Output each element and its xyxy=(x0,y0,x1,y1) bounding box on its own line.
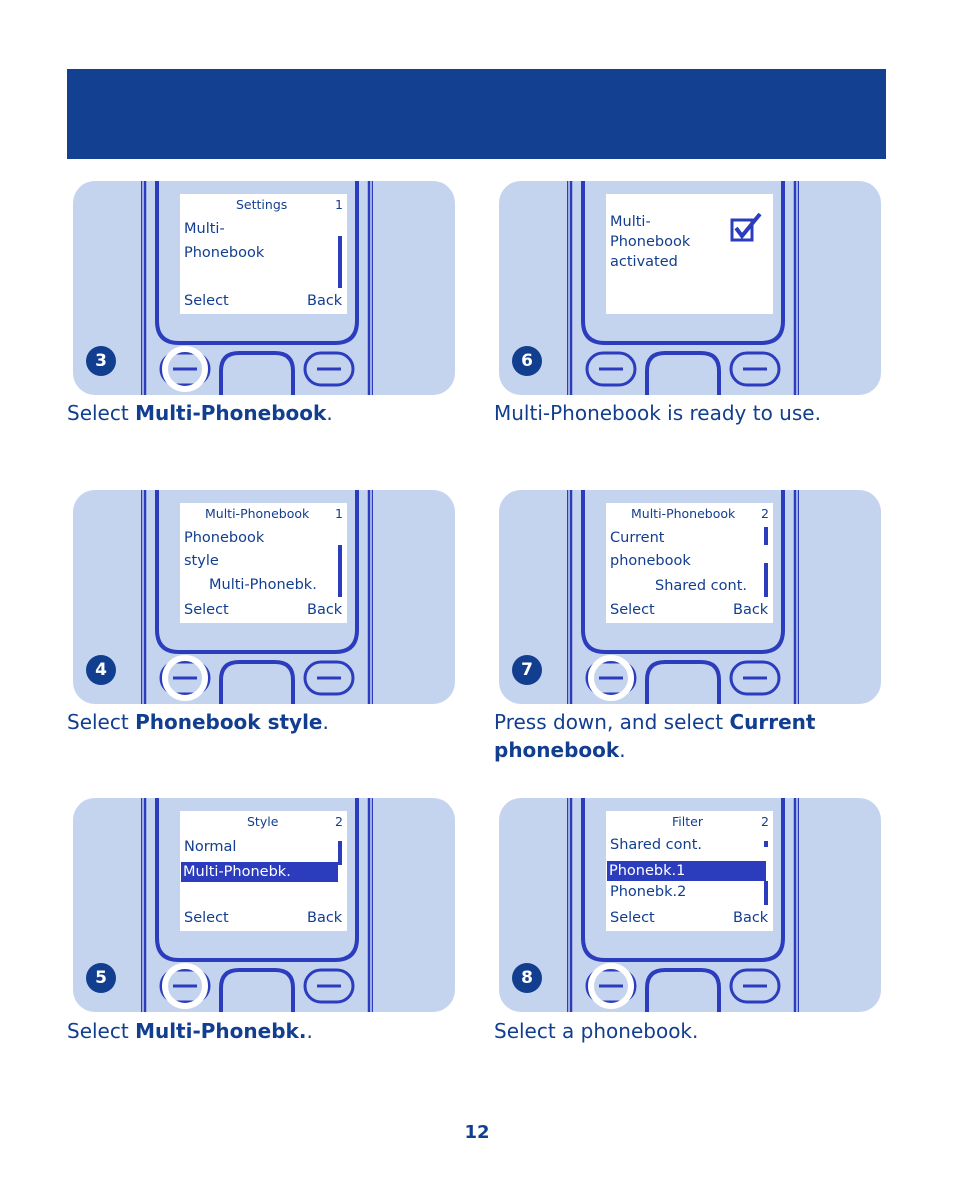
left-softkey: Select xyxy=(184,293,229,309)
screen-index: 2 xyxy=(335,814,343,829)
step-3-caption: Select Multi-Phonebook. xyxy=(67,399,333,427)
checkbox-checked-icon xyxy=(730,212,762,242)
phone-screen: Filter 2 Shared cont. Phonebk.1 Phonebk.… xyxy=(606,811,773,931)
screen-index: 1 xyxy=(335,506,343,521)
phone-screen: Multi- Phonebook activated xyxy=(606,194,773,314)
screen-index: 2 xyxy=(761,814,769,829)
caption-text: Press down, and select xyxy=(494,710,730,734)
step-8-caption: Select a phonebook. xyxy=(494,1019,699,1043)
phone-outline xyxy=(141,181,373,395)
screen-line: Normal xyxy=(184,839,237,855)
step-7-illustration: Multi-Phonebook 2 Current phonebook Shar… xyxy=(499,490,881,704)
phone-outline xyxy=(141,798,373,1012)
caption-text: Select xyxy=(67,710,136,734)
right-softkey: Back xyxy=(307,293,343,309)
step-number-badge: 8 xyxy=(512,963,542,993)
phone-outline xyxy=(567,490,799,704)
scrollbar xyxy=(764,527,768,545)
step-7-caption: Press down, and select Current phonebook. xyxy=(494,708,815,764)
screen-line: phonebook xyxy=(610,553,691,569)
step-4-caption: Select Phonebook style. xyxy=(67,708,329,736)
caption-bold: Current xyxy=(729,710,816,734)
screen-line: Shared cont. xyxy=(610,837,702,853)
step-number-badge: 3 xyxy=(86,346,116,376)
caption-text: Select xyxy=(67,1019,136,1043)
step-number-badge: 7 xyxy=(512,655,542,685)
screen-line: Multi-Phonebk. xyxy=(209,577,317,593)
phone-outline xyxy=(141,490,373,704)
caption-text: . xyxy=(306,1019,313,1043)
caption-bold: Phonebook style xyxy=(135,710,323,734)
screen-line: Phonebook xyxy=(610,234,691,250)
left-softkey: Select xyxy=(184,602,229,618)
caption-bold: phonebook xyxy=(494,738,620,762)
step-4-illustration: Multi-Phonebook 1 Phonebook style Multi-… xyxy=(73,490,455,704)
step-5-illustration: Style 2 Normal Multi-Phonebk. Select Bac… xyxy=(73,798,455,1012)
scrollbar xyxy=(764,881,768,905)
screen-index: 1 xyxy=(335,197,343,212)
phone-screen: Multi-Phonebook 1 Phonebook style Multi-… xyxy=(180,503,347,623)
left-softkey: Select xyxy=(610,910,655,926)
highlighted-item: Phonebk.1 xyxy=(607,861,766,881)
screen-title: Multi-Phonebook xyxy=(205,506,310,521)
step-number-badge: 5 xyxy=(86,963,116,993)
step-8-illustration: Filter 2 Shared cont. Phonebk.1 Phonebk.… xyxy=(499,798,881,1012)
highlighted-item: Multi-Phonebk. xyxy=(181,862,338,882)
screen-line: Multi- xyxy=(184,221,225,237)
scrollbar xyxy=(338,236,342,288)
screen-line: Multi- xyxy=(610,214,651,230)
phone-screen: Style 2 Normal Multi-Phonebk. Select Bac… xyxy=(180,811,347,931)
screen-title: Style xyxy=(247,814,279,829)
right-softkey: Back xyxy=(733,602,769,618)
screen-line: Phonebook xyxy=(184,245,265,261)
phone-outline xyxy=(567,181,799,395)
caption-text: . xyxy=(322,710,329,734)
step-5-caption: Select Multi-Phonebk.. xyxy=(67,1017,313,1045)
caption-bold: Multi-Phonebook xyxy=(135,401,327,425)
screen-line: Shared cont. xyxy=(655,578,747,594)
scrollbar xyxy=(338,545,342,597)
step-6-caption: Multi-Phonebook is ready to use. xyxy=(494,401,821,425)
scrollbar xyxy=(764,841,768,847)
screen-line: style xyxy=(184,553,219,569)
step-number-badge: 4 xyxy=(86,655,116,685)
right-softkey: Back xyxy=(733,910,769,926)
scrollbar xyxy=(338,841,342,865)
right-softkey: Back xyxy=(307,910,343,926)
screen-line: activated xyxy=(610,254,678,270)
step-6-illustration: Multi- Phonebook activated 6 xyxy=(499,181,881,395)
step-3-illustration: Settings 1 Multi- Phonebook Select Back … xyxy=(73,181,455,395)
phone-screen: Multi-Phonebook 2 Current phonebook Shar… xyxy=(606,503,773,623)
caption-text: . xyxy=(619,738,626,762)
caption-text: Select xyxy=(67,401,136,425)
scrollbar xyxy=(764,563,768,597)
screen-index: 2 xyxy=(761,506,769,521)
screen-title: Settings xyxy=(236,197,288,212)
phone-screen: Settings 1 Multi- Phonebook Select Back xyxy=(180,194,347,314)
caption-bold: Multi-Phonebk. xyxy=(135,1019,307,1043)
right-softkey: Back xyxy=(307,602,343,618)
screen-title: Multi-Phonebook xyxy=(631,506,736,521)
left-softkey: Select xyxy=(184,910,229,926)
caption-text: . xyxy=(326,401,333,425)
page-number: 12 xyxy=(464,1122,490,1143)
left-softkey: Select xyxy=(610,602,655,618)
screen-line: Phonebook xyxy=(184,530,265,546)
screen-line: Phonebk.2 xyxy=(610,884,687,900)
step-number-badge: 6 xyxy=(512,346,542,376)
header-bar xyxy=(67,69,886,159)
phone-outline xyxy=(567,798,799,1012)
screen-title: Filter xyxy=(672,814,703,829)
screen-line: Current xyxy=(610,530,665,546)
